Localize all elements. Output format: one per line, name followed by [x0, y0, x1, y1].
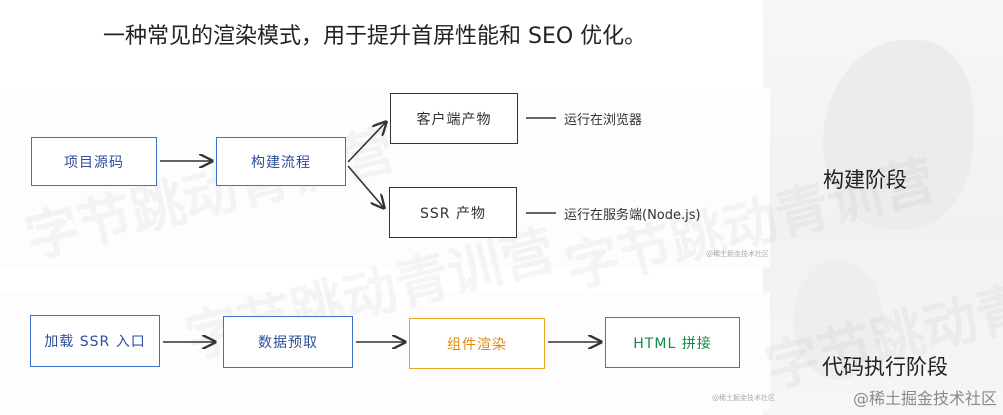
run-phase-label: 代码执行阶段: [822, 355, 948, 379]
node-html-assemble: HTML 拼接: [605, 317, 740, 368]
node-client-bundle: 客户端产物: [390, 93, 518, 144]
build-phase-label: 构建阶段: [823, 168, 907, 192]
node-component-render: 组件渲染: [409, 318, 545, 369]
background-shape: [823, 40, 973, 230]
background-shape: [793, 260, 883, 380]
node-project-source: 项目源码: [31, 137, 157, 186]
arrow-process-to-ssr: [347, 165, 384, 208]
node-load-ssr-entry: 加载 SSR 入口: [30, 315, 160, 367]
panel-mark: @稀土掘金技术社区: [712, 394, 775, 402]
site-watermark: @稀土掘金技术社区: [852, 389, 997, 408]
arrow-process-to-client: [347, 122, 386, 163]
node-data-prefetch: 数据预取: [223, 316, 353, 368]
client-note: 运行在浏览器: [564, 113, 643, 128]
ssr-note: 运行在服务端(Node.js): [564, 208, 701, 223]
background-illustration: [763, 0, 1003, 415]
page-caption: 一种常见的渲染模式，用于提升首屏性能和 SEO 优化。: [103, 24, 647, 49]
panel-mark: @稀土掘金技术社区: [706, 250, 769, 258]
node-ssr-bundle: SSR 产物: [389, 187, 517, 238]
node-build-process: 构建流程: [216, 137, 346, 186]
